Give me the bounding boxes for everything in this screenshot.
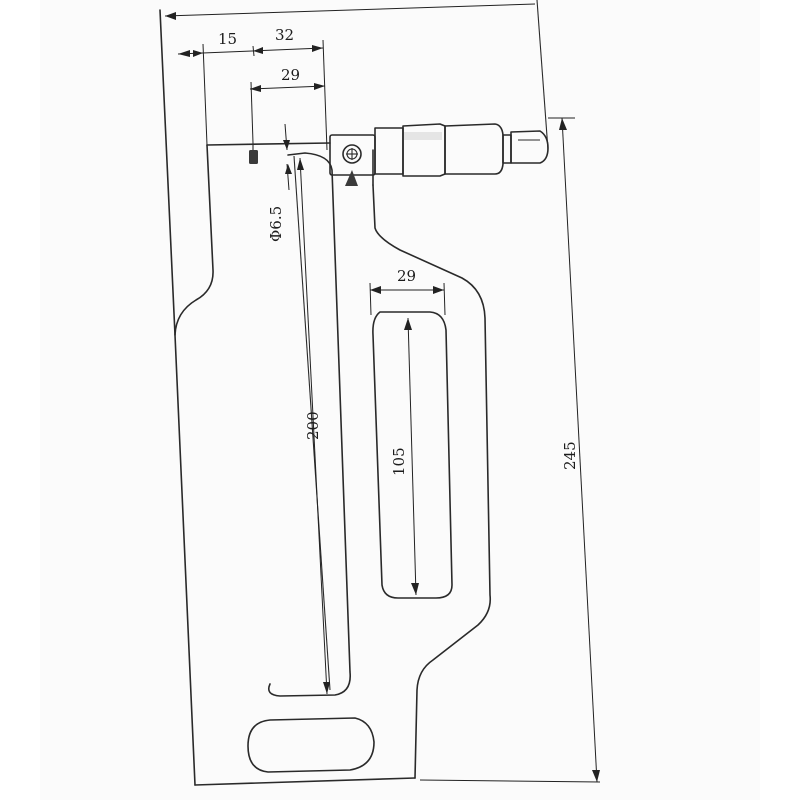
anvil [249, 143, 258, 164]
throat-inner-guide [293, 155, 331, 691]
dim-245: 245 [419, 117, 601, 783]
dim-200: 200 [297, 157, 330, 695]
dim-15-32: 15 32 [177, 26, 328, 151]
anvil-tip [249, 150, 258, 164]
dim-anvil-diameter: Φ6.5 [267, 123, 292, 242]
dim-29-slot: 29 [369, 267, 446, 316]
dim-label-15: 15 [218, 30, 237, 48]
index-pointer [345, 170, 358, 186]
dim-label-29-slot: 29 [397, 267, 416, 285]
knurled-grip [444, 123, 504, 175]
throat-u-slot [267, 152, 352, 697]
dim-29-jaw: 29 [249, 66, 326, 144]
frame-outline [159, 0, 549, 786]
frame-bottom-edge [194, 777, 416, 786]
dim-105: 105 [390, 317, 419, 596]
micrometer-head [329, 123, 549, 186]
dim-top-reference [164, 3, 536, 20]
frame-throat-upper [174, 144, 214, 336]
ratchet-stop [510, 130, 549, 164]
lock-screw [342, 144, 362, 164]
center-window [372, 311, 453, 599]
frame-top-edge [206, 142, 331, 146]
frame-right-contour [372, 184, 492, 779]
dim-label-245: 245 [561, 441, 579, 470]
dim-label-32: 32 [275, 26, 294, 44]
paper-sheet [40, 0, 760, 800]
frame-far-right-line [536, 0, 549, 151]
dim-label-200: 200 [304, 411, 322, 440]
grip-oval-hole [247, 717, 375, 773]
dim-label-phi-6-5: Φ6.5 [267, 206, 285, 242]
dim-label-29-jaw: 29 [281, 66, 300, 84]
dim-label-105: 105 [390, 447, 408, 476]
